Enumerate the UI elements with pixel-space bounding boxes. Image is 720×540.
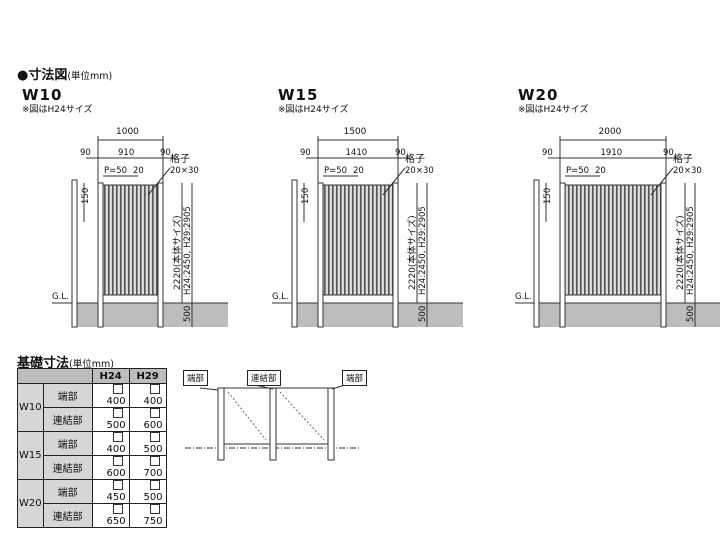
plan-post-right (327, 387, 335, 461)
post-left-label: 90 (80, 148, 91, 158)
body-height-label: 2220(本体サイズ) (171, 215, 183, 290)
table-row: 連結部 650 750 (18, 503, 167, 528)
model-title-w10: W10 (22, 86, 63, 104)
post-right (660, 182, 667, 328)
gap-label: 20 (595, 166, 606, 176)
plan-label-joint: 連結部 (247, 370, 281, 386)
pitch-label: P=50 (104, 166, 127, 176)
post-heights-label: H24:2450, H29:2905 (418, 206, 428, 295)
ground-label: G.L. (272, 292, 289, 302)
panel-width-label: 1410 (346, 148, 368, 158)
header-h24: H24 (91, 368, 130, 384)
post-left (97, 182, 104, 328)
plan-label-end-left: 端部 (183, 370, 209, 386)
ground-band (535, 303, 720, 327)
post-left-label: 90 (300, 148, 311, 158)
post-left (317, 182, 324, 328)
post-heights-label: H24:2450, H29:2905 (183, 206, 193, 295)
post-left-label: 90 (542, 148, 553, 158)
post-right-label: 90 (663, 148, 674, 158)
lattice-panel (102, 184, 159, 296)
lattice-size-label: 20×30 (673, 166, 702, 176)
plan-panel-right (275, 387, 329, 445)
header-h29: H29 (128, 368, 167, 384)
embed-depth-label: 500 (183, 306, 193, 322)
plan-post-joint (269, 387, 277, 461)
lattice-size-label: 20×30 (405, 166, 434, 176)
post-left (559, 182, 566, 328)
section-title: ●寸法図(単位mm) (17, 68, 113, 83)
total-width-label: 2000 (599, 127, 622, 137)
gap-label: 20 (133, 166, 144, 176)
lattice-panel (564, 184, 662, 296)
pitch-label: P=50 (324, 166, 347, 176)
lattice-label: 格子 (405, 152, 425, 165)
top-offset-label: 150 (301, 188, 311, 204)
foundation-table: H24 H29 W10 端部 400 400 連結部 500 600 W15 端… (17, 368, 167, 528)
lattice-label: 格子 (673, 152, 693, 165)
gap-label: 20 (353, 166, 364, 176)
foundation-title: 基礎寸法(単位mm) (17, 356, 114, 371)
panel-width-label: 1910 (601, 148, 623, 158)
ground-label: G.L. (515, 292, 532, 302)
total-width-label: 1000 (116, 127, 139, 137)
lattice-leader (147, 167, 171, 196)
model-title-w15: W15 (278, 86, 319, 104)
plan-post-left (217, 387, 225, 461)
body-height-label: 2220(本体サイズ) (406, 215, 418, 290)
table-row: 連結部 600 700 (18, 455, 167, 480)
table-row: W20 端部 450 500 (17, 479, 167, 528)
post-right (157, 182, 164, 328)
reference-post (71, 179, 78, 328)
total-width-label: 1500 (344, 127, 367, 137)
table-row: W10 端部 400 400 (17, 383, 167, 432)
table-row: 連結部 500 600 (18, 407, 167, 432)
lattice-panel (322, 184, 394, 296)
post-heights-label: H24:2450, H29:2905 (686, 206, 696, 295)
post-right-label: 90 (395, 148, 406, 158)
body-height-label: 2220(本体サイズ) (674, 215, 686, 290)
embed-depth-label: 500 (418, 306, 428, 322)
lattice-label: 格子 (170, 152, 190, 165)
model-note-w15: ※図はH24サイズ (278, 105, 349, 115)
plan-label-end-right: 端部 (342, 370, 368, 386)
model-note-w20: ※図はH24サイズ (518, 105, 589, 115)
table-row: W15 端部 400 500 (17, 431, 167, 480)
panel-width-label: 910 (118, 148, 134, 158)
model-note-w10: ※図はH24サイズ (22, 105, 93, 115)
foundation-plan-drawing (185, 384, 360, 461)
ground-label: G.L. (52, 292, 69, 302)
top-offset-label: 150 (543, 188, 553, 204)
post-right-label: 90 (160, 148, 171, 158)
plan-panel-left (223, 387, 271, 445)
lattice-size-label: 20×30 (170, 166, 199, 176)
top-offset-label: 150 (81, 188, 91, 204)
post-right (392, 182, 399, 328)
ground-band (72, 303, 228, 327)
pitch-label: P=50 (566, 166, 589, 176)
reference-post (291, 179, 298, 328)
embed-depth-label: 500 (686, 306, 696, 322)
reference-post (533, 179, 540, 328)
model-title-w20: W20 (518, 86, 559, 104)
lattice-leader (650, 167, 674, 196)
lattice-leader (382, 167, 406, 196)
